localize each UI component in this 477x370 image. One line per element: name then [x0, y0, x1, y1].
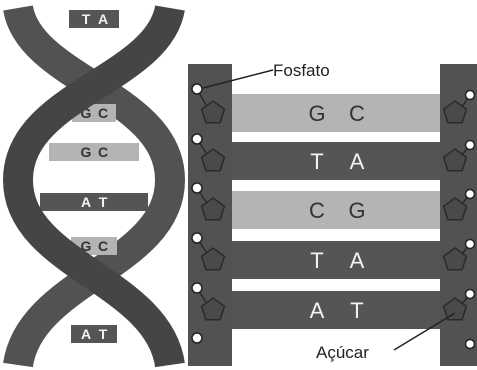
ladder-base-left: [232, 94, 338, 132]
sugar-pentagon: [200, 100, 226, 124]
sugar-pentagon: [200, 148, 226, 172]
phosphate-label: Fosfato: [273, 61, 330, 80]
helix-base-letter-right: C: [98, 144, 108, 160]
helix-base-letter-right: T: [99, 326, 108, 342]
ladder-base-letter-right: C: [349, 101, 365, 126]
helix-base-right: [94, 325, 117, 343]
phosphate-circle: [191, 182, 203, 194]
phosphate-circle: [464, 238, 476, 250]
sugar-pentagon: [442, 148, 468, 172]
sugar-pentagon: [200, 297, 226, 321]
helix-base-letter-right: A: [98, 11, 108, 27]
ladder-base-left: [232, 291, 338, 329]
ladder-base-right: [338, 142, 440, 180]
helix-base-letter-right: C: [98, 105, 108, 121]
ladder-base-letter-right: A: [350, 149, 365, 174]
phosphate-circle: [464, 188, 476, 200]
ladder-base-left: [232, 191, 338, 229]
helix-base-right: [94, 193, 148, 211]
ladder-base-left: [232, 241, 338, 279]
sugar-label: Açúcar: [316, 343, 369, 362]
sugar-pentagon: [200, 197, 226, 221]
ladder-base-letter-left: C: [309, 198, 325, 223]
helix-base-left: [40, 193, 94, 211]
sugar-pentagon: [442, 247, 468, 271]
ladder-base-letter-right: T: [350, 298, 363, 323]
helix-base-letter-left: G: [81, 144, 92, 160]
helix-base-letter-left: A: [81, 194, 91, 210]
phosphate-circle: [464, 139, 476, 151]
helix-strand-back: [3, 4, 186, 369]
phosphate-circle: [464, 338, 476, 350]
helix-base-left: [69, 10, 94, 28]
phosphate-circle: [191, 133, 203, 145]
helix-base-left: [49, 143, 94, 161]
ladder-base-letter-left: G: [308, 101, 325, 126]
helix-base-right: [94, 10, 119, 28]
helix-base-left: [71, 325, 94, 343]
sugar-pentagon: [442, 197, 468, 221]
ladder-base-left: [232, 142, 338, 180]
ladder-base-letter-left: T: [310, 149, 323, 174]
phosphate-circle: [191, 232, 203, 244]
ladder-base-letter-left: A: [310, 298, 325, 323]
ladder-base-letter-left: T: [310, 248, 323, 273]
sugar-pentagon: [442, 297, 468, 321]
phosphate-pointer: [202, 69, 274, 89]
ladder-base-right: [338, 241, 440, 279]
ladder-base-right: [338, 291, 440, 329]
sugar-pointer: [393, 312, 456, 351]
helix-base-letter-left: G: [81, 238, 92, 254]
helix-base-letter-right: T: [99, 194, 108, 210]
helix-base-right: [94, 237, 117, 255]
helix-base-letter-left: T: [82, 11, 91, 27]
phosphate-circle: [464, 89, 476, 101]
helix-strand-front: [2, 4, 185, 369]
helix-base-letter-right: C: [98, 238, 108, 254]
phosphate-circle: [464, 288, 476, 300]
helix-base-letter-left: G: [81, 105, 92, 121]
phosphate-circle: [191, 282, 203, 294]
sugar-pentagon: [200, 247, 226, 271]
phosphate-circle: [191, 332, 203, 344]
helix-base-letter-left: A: [81, 326, 91, 342]
phosphate-circle: [191, 83, 203, 95]
helix-base-right: [94, 104, 116, 122]
sugar-pentagon: [442, 100, 468, 124]
ladder-base-letter-right: A: [350, 248, 365, 273]
helix-base-right: [94, 143, 139, 161]
ladder-base-right: [338, 191, 440, 229]
ladder-base-letter-right: G: [348, 198, 365, 223]
ladder-base-right: [338, 94, 440, 132]
